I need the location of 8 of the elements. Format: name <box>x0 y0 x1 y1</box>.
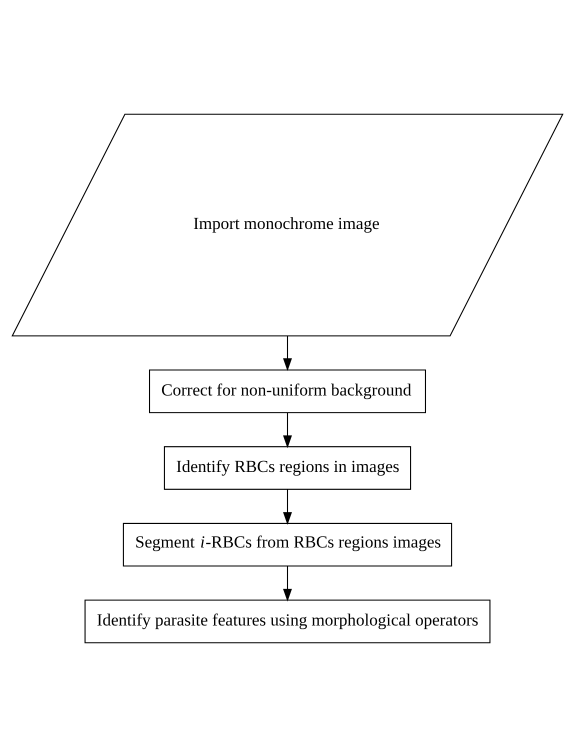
node-box: Identify RBCs regions in images <box>164 446 412 490</box>
node-box: Correct for non-uniform background <box>148 368 426 413</box>
arrow <box>283 412 292 448</box>
arrow <box>283 566 292 602</box>
node-box: Identify parasite features using morphological operators <box>84 599 490 643</box>
arrow <box>283 488 292 524</box>
arrow <box>283 336 292 371</box>
node-box: Segment i-RBCs from RBCs regions images <box>122 522 452 566</box>
